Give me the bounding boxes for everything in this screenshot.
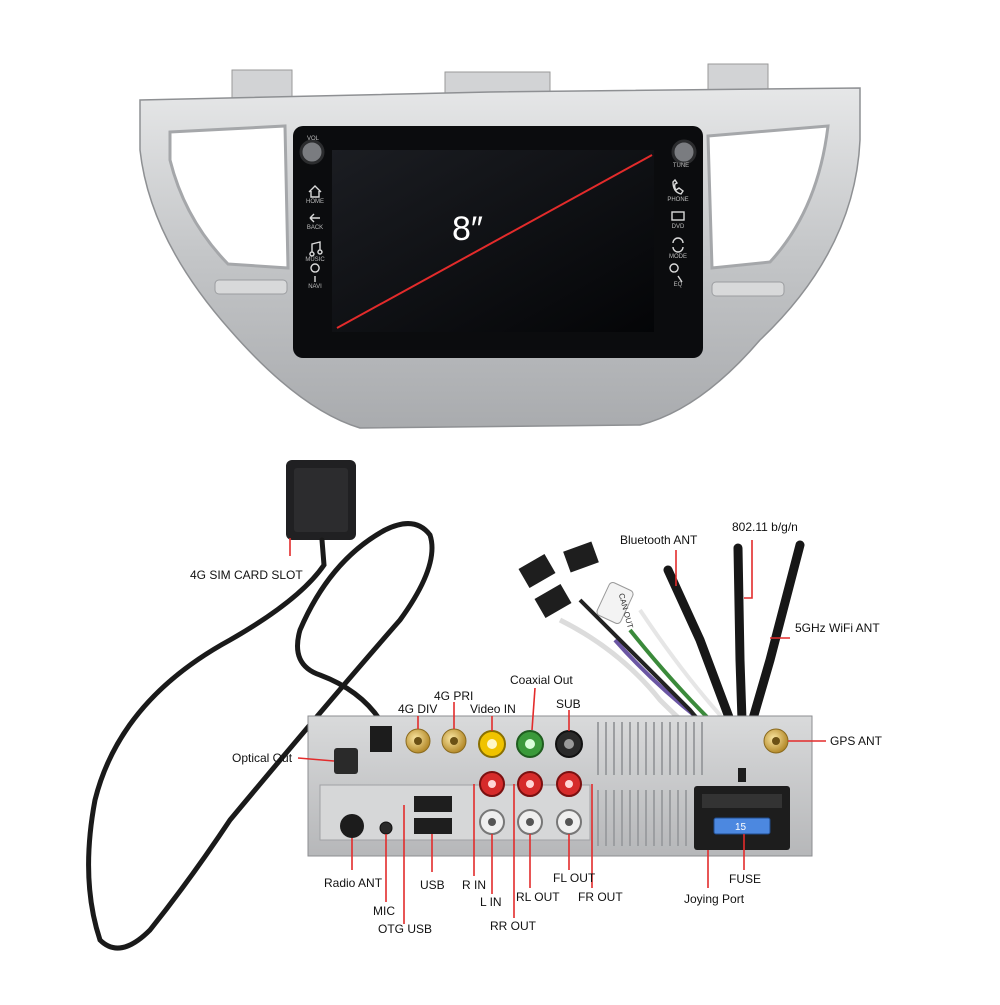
home-icon — [308, 185, 322, 198]
diagonal-size-line — [336, 154, 653, 329]
screen-size-label: 8″ — [452, 210, 483, 248]
harness-connector-2 — [534, 583, 572, 619]
optical-out-port — [334, 748, 358, 774]
mode-button-label: MODE — [669, 254, 687, 260]
air-vent-left — [168, 124, 290, 270]
wifi-24-antenna — [733, 543, 747, 725]
can-tag — [596, 582, 634, 624]
fuse-rating: 15 — [735, 822, 747, 833]
bluetooth-antenna — [663, 565, 735, 725]
fr-out-label: FR OUT — [578, 890, 623, 904]
otg-usb-label: OTG USB — [378, 922, 433, 936]
coaxial-out-label: Coaxial Out — [510, 673, 573, 687]
callout-lines — [289, 538, 826, 924]
eq-button-label: EQ — [673, 282, 683, 288]
radio-ant-port — [340, 814, 364, 838]
4g-div-label: 4G DIV — [398, 702, 438, 716]
music-icon — [309, 241, 323, 257]
dvd-icon — [671, 211, 685, 221]
4g-pri-label: 4G PRI — [434, 689, 474, 703]
mode-icon — [672, 237, 684, 253]
tune-knob-label: TUNE — [672, 163, 690, 169]
sim-cable — [86, 521, 435, 951]
dvd-button-label: DVD — [671, 224, 685, 230]
gps-ant-label: GPS ANT — [830, 734, 883, 748]
optical-out-label: Optical Out — [232, 751, 293, 765]
vent-slat-right — [711, 281, 785, 297]
wifi-5-label: 5GHz WiFi ANT — [795, 621, 880, 635]
fuse — [713, 817, 771, 835]
l-in-label: L IN — [480, 895, 502, 909]
radio-ant-label: Radio ANT — [324, 876, 383, 890]
mount-bracket-left — [231, 69, 293, 101]
harness-connector-3 — [563, 541, 599, 573]
rl-out-label: RL OUT — [516, 890, 560, 904]
wiring-harness: CAN OUT — [518, 540, 805, 754]
tune-knob — [671, 139, 697, 165]
bluetooth-ant-label: Bluetooth ANT — [620, 533, 698, 547]
sub-label: SUB — [556, 697, 581, 711]
navi-button-label: NAVI — [308, 284, 322, 290]
r-in-label: R IN — [462, 878, 486, 892]
sim-slot-label: 4G SIM CARD SLOT — [190, 568, 303, 582]
rr-out-label: RR OUT — [490, 919, 536, 933]
usb-port-lower — [414, 818, 452, 834]
volume-knob — [299, 139, 325, 165]
mic-port — [379, 821, 393, 835]
sim-plug-port — [370, 726, 392, 752]
mic-label: MIC — [373, 904, 395, 918]
harness-connector-1 — [518, 553, 556, 589]
rear-chassis: 15 — [307, 715, 813, 857]
joying-port-label: Joying Port — [684, 892, 745, 906]
sim-card-cable — [86, 460, 435, 951]
fl-out-label: FL OUT — [553, 871, 596, 885]
head-unit — [139, 63, 861, 429]
home-button-label: HOME — [306, 199, 324, 205]
music-button-label: MUSIC — [305, 257, 325, 263]
vol-knob-label: VOL — [306, 136, 319, 142]
back-icon — [309, 213, 320, 223]
usb-port-upper — [414, 796, 452, 812]
phone-button-label: PHONE — [667, 197, 689, 203]
vent-slat-left — [214, 279, 288, 295]
video-in-label: Video IN — [470, 702, 516, 716]
wifi-24-label: 802.11 b/g/n — [732, 520, 798, 534]
air-vent-right — [706, 124, 830, 270]
eq-icon — [669, 263, 683, 283]
phone-icon — [672, 178, 684, 195]
back-button-label: BACK — [306, 225, 324, 231]
usb-label: USB — [420, 878, 445, 892]
fuse-label: FUSE — [729, 872, 762, 886]
navi-icon — [310, 263, 320, 282]
wifi-5-antenna — [747, 540, 805, 727]
